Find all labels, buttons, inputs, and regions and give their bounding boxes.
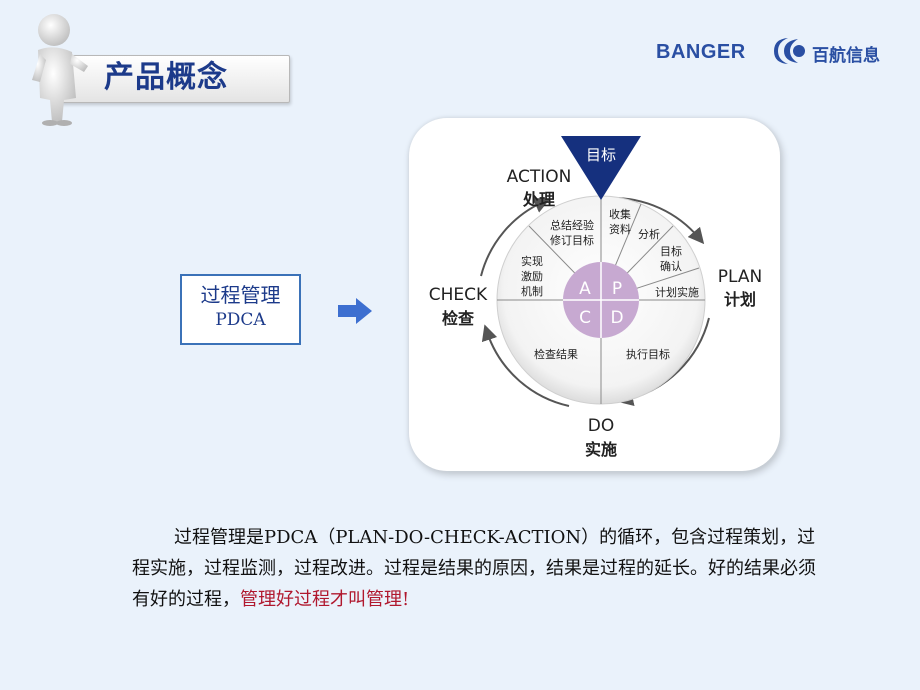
cycle-arrow bbox=[480, 198, 551, 277]
stage-do-en: DO bbox=[588, 416, 614, 436]
quadrant-letter-d: D bbox=[610, 308, 623, 328]
pdca-diagram-card: A P C D 目标 收集 资料 分析 目标 确认 计划实施 总结经验 修订目标… bbox=[409, 118, 780, 471]
pdca-box-title: 过程管理 bbox=[200, 283, 281, 307]
title-banner bbox=[52, 55, 290, 103]
stage-action-cn: 处理 bbox=[522, 190, 555, 209]
segment-incent-3: 机制 bbox=[521, 284, 543, 298]
stage-check-cn: 检查 bbox=[442, 309, 474, 328]
stage-plan-en: PLAN bbox=[718, 267, 762, 287]
quadrant-letter-a: A bbox=[579, 279, 591, 299]
stage-check-en: CHECK bbox=[429, 285, 488, 305]
description-paragraph: 过程管理是PDCA（PLAN-DO-CHECK-ACTION）的循环，包含过程策… bbox=[132, 522, 832, 615]
stage-do-cn: 实施 bbox=[585, 440, 617, 459]
quadrant-letter-c: C bbox=[579, 308, 591, 328]
segment-check-result: 检查结果 bbox=[534, 347, 578, 361]
stage-plan-cn: 计划 bbox=[724, 290, 756, 309]
segment-confirm-1: 目标 bbox=[660, 244, 682, 258]
stage-action-en: ACTION bbox=[507, 167, 572, 187]
segment-collect-1: 收集 bbox=[609, 207, 631, 221]
pdca-box-subtitle: PDCA bbox=[215, 310, 266, 330]
page-title: 产品概念 bbox=[104, 60, 228, 95]
description-highlight: 管理好过程才叫管理! bbox=[240, 589, 410, 610]
segment-collect-2: 资料 bbox=[609, 222, 631, 236]
pdca-box: 过程管理 PDCA bbox=[180, 274, 301, 345]
brand-swoosh-icon bbox=[774, 38, 805, 64]
segment-execute-target: 执行目标 bbox=[626, 347, 670, 361]
cycle-arrow bbox=[481, 324, 570, 407]
pdca-cycle-diagram: A P C D 目标 收集 资料 分析 目标 确认 计划实施 总结经验 修订目标… bbox=[429, 136, 762, 459]
segment-incent-2: 激励 bbox=[521, 269, 543, 283]
segment-plan-impl: 计划实施 bbox=[655, 285, 699, 299]
person-figure-icon bbox=[32, 14, 88, 126]
quadrant-letter-p: P bbox=[612, 279, 622, 299]
segment-incent-1: 实现 bbox=[521, 254, 543, 268]
brand-name: BANGER bbox=[656, 41, 746, 63]
right-arrow-icon bbox=[338, 298, 372, 324]
target-triangle bbox=[561, 136, 641, 200]
target-label: 目标 bbox=[586, 146, 616, 164]
brand-cn-name: 百航信息 bbox=[812, 46, 880, 66]
description-main: 过程管理是PDCA（PLAN-DO-CHECK-ACTION）的循环，包含过程策… bbox=[132, 527, 816, 610]
segment-summary-1: 总结经验 bbox=[550, 218, 594, 232]
segment-analyze: 分析 bbox=[638, 227, 660, 241]
segment-confirm-2: 确认 bbox=[660, 260, 682, 273]
segment-summary-2: 修订目标 bbox=[550, 233, 594, 247]
